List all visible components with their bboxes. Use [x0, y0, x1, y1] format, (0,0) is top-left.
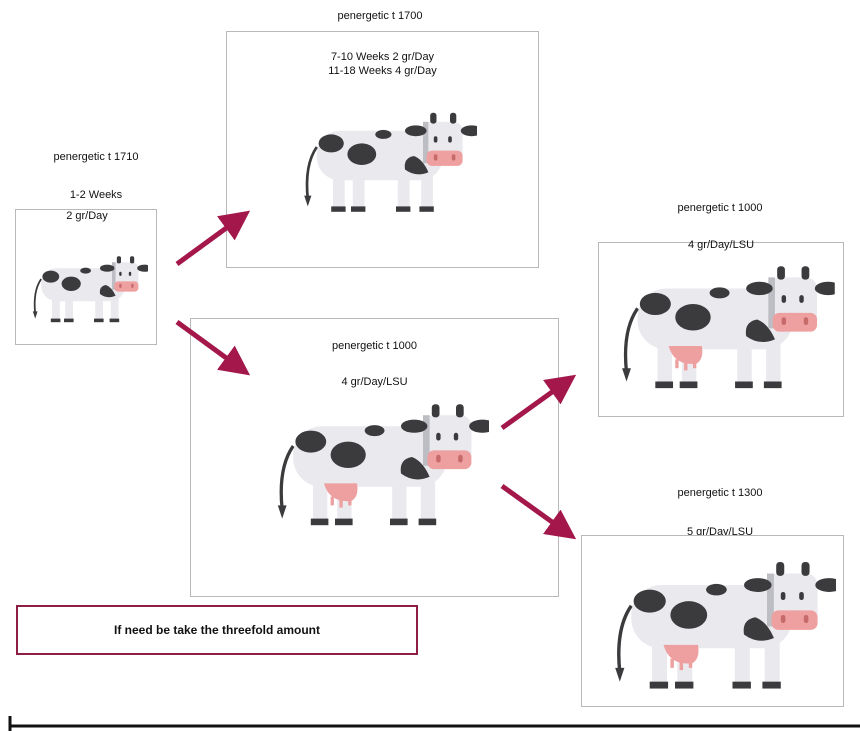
- stage4-title: penergetic t 1000: [677, 202, 763, 214]
- stage3-line1: 4 gr/Day/LSU: [341, 376, 408, 388]
- arrow-stage3-to-stage5: [500, 483, 577, 540]
- stage5-title: penergetic t 1300: [677, 487, 763, 499]
- note-text: If need be take the threefold amount: [113, 623, 321, 637]
- stage3-card: penergetic t 1000 4 gr/Day/LSU: [190, 318, 559, 597]
- stage1-line2: 2 gr/Day: [66, 210, 108, 222]
- stage3-title: penergetic t 1000: [331, 340, 417, 352]
- arrow-stage3-to-stage4: [500, 374, 577, 431]
- stage1-line1: 1-2 Weeks: [69, 189, 123, 201]
- stage2-card: 7-10 Weeks 2 gr/Day 11-18 Weeks 4 gr/Day: [226, 31, 539, 268]
- stage2-line2: 11-18 Weeks 4 gr/Day: [328, 65, 437, 77]
- stage4-line1: 4 gr/Day/LSU: [687, 239, 755, 251]
- arrow-stage1-to-stage3: [175, 319, 251, 376]
- stage5-card: [581, 535, 844, 707]
- stage1-card: 2 gr/Day: [15, 209, 157, 345]
- note-box: If need be take the threefold amount: [16, 605, 418, 655]
- stage4-card: 4 gr/Day/LSU: [598, 239, 844, 417]
- stage2-title: penergetic t 1700: [337, 10, 423, 22]
- stage2-line1: 7-10 Weeks 2 gr/Day: [330, 51, 435, 63]
- arrow-stage1-to-stage2: [175, 210, 251, 267]
- stage1-title: penergetic t 1710: [53, 151, 139, 163]
